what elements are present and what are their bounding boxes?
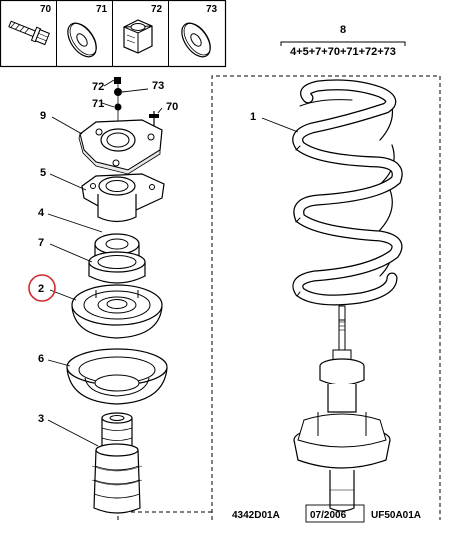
- callout-2[interactable]: 2: [38, 283, 44, 295]
- coil-spring: [292, 79, 403, 306]
- highlight-circle: [28, 274, 56, 302]
- part-9-upper-mount[interactable]: [78, 119, 163, 175]
- header-part-number: 72: [151, 4, 163, 15]
- part-1-spring-strut[interactable]: [292, 79, 403, 512]
- fastener-icons: [114, 77, 159, 127]
- footer-ref-2: UF50A01A: [371, 510, 421, 521]
- callout-72[interactable]: 72: [92, 81, 104, 93]
- callout-9[interactable]: 9: [40, 110, 46, 122]
- parts-header-table: 70 71 72: [0, 0, 227, 68]
- footer-refs: 4342D01A 07/2006 UF50A01A: [232, 504, 421, 523]
- header-part-number: 73: [206, 4, 218, 15]
- header-cell-70[interactable]: 70: [7, 4, 52, 46]
- header-part-number: 70: [40, 4, 52, 15]
- part-7-bearing[interactable]: [88, 233, 146, 284]
- callout-1[interactable]: 1: [250, 111, 256, 123]
- part-2-spring-seat[interactable]: [71, 284, 163, 339]
- callout-70[interactable]: 70: [166, 101, 178, 113]
- shock-absorber: [293, 317, 391, 512]
- header-part-number: 71: [96, 4, 108, 15]
- nut-icon: [123, 19, 153, 54]
- callout-73[interactable]: 73: [152, 80, 164, 92]
- kit-formula: 8 4+5+7+70+71+72+73: [280, 24, 406, 58]
- nut-icon: [114, 77, 121, 84]
- callout-4[interactable]: 4: [38, 207, 45, 219]
- bolt-icon: [8, 20, 50, 46]
- header-cell-71[interactable]: 71: [62, 4, 108, 62]
- part-3-bump-stop[interactable]: [91, 412, 143, 514]
- washer-icon: [67, 22, 97, 58]
- kit-components: 4+5+7+70+71+72+73: [290, 46, 396, 58]
- callout-3[interactable]: 3: [38, 413, 44, 425]
- header-cell-73[interactable]: 73: [176, 4, 218, 62]
- washer-icon: [181, 22, 211, 58]
- header-cell-72[interactable]: 72: [123, 4, 163, 54]
- part-6-lower-seat[interactable]: [66, 348, 168, 405]
- callout-7[interactable]: 7: [38, 237, 44, 249]
- assembly-outline: [117, 75, 441, 520]
- footer-ref-1: 4342D01A: [232, 510, 280, 521]
- part-5-bearing-mount[interactable]: [81, 173, 165, 223]
- kit-number: 8: [340, 24, 346, 36]
- callout-5[interactable]: 5: [40, 167, 46, 179]
- callout-71[interactable]: 71: [92, 98, 104, 110]
- footer-date: 07/2006: [310, 510, 347, 521]
- callout-6[interactable]: 6: [38, 353, 44, 365]
- callouts: 72 73 71 70 9 5 4 7 2 6 3 1: [28, 80, 256, 425]
- bolt-icon: [149, 111, 159, 127]
